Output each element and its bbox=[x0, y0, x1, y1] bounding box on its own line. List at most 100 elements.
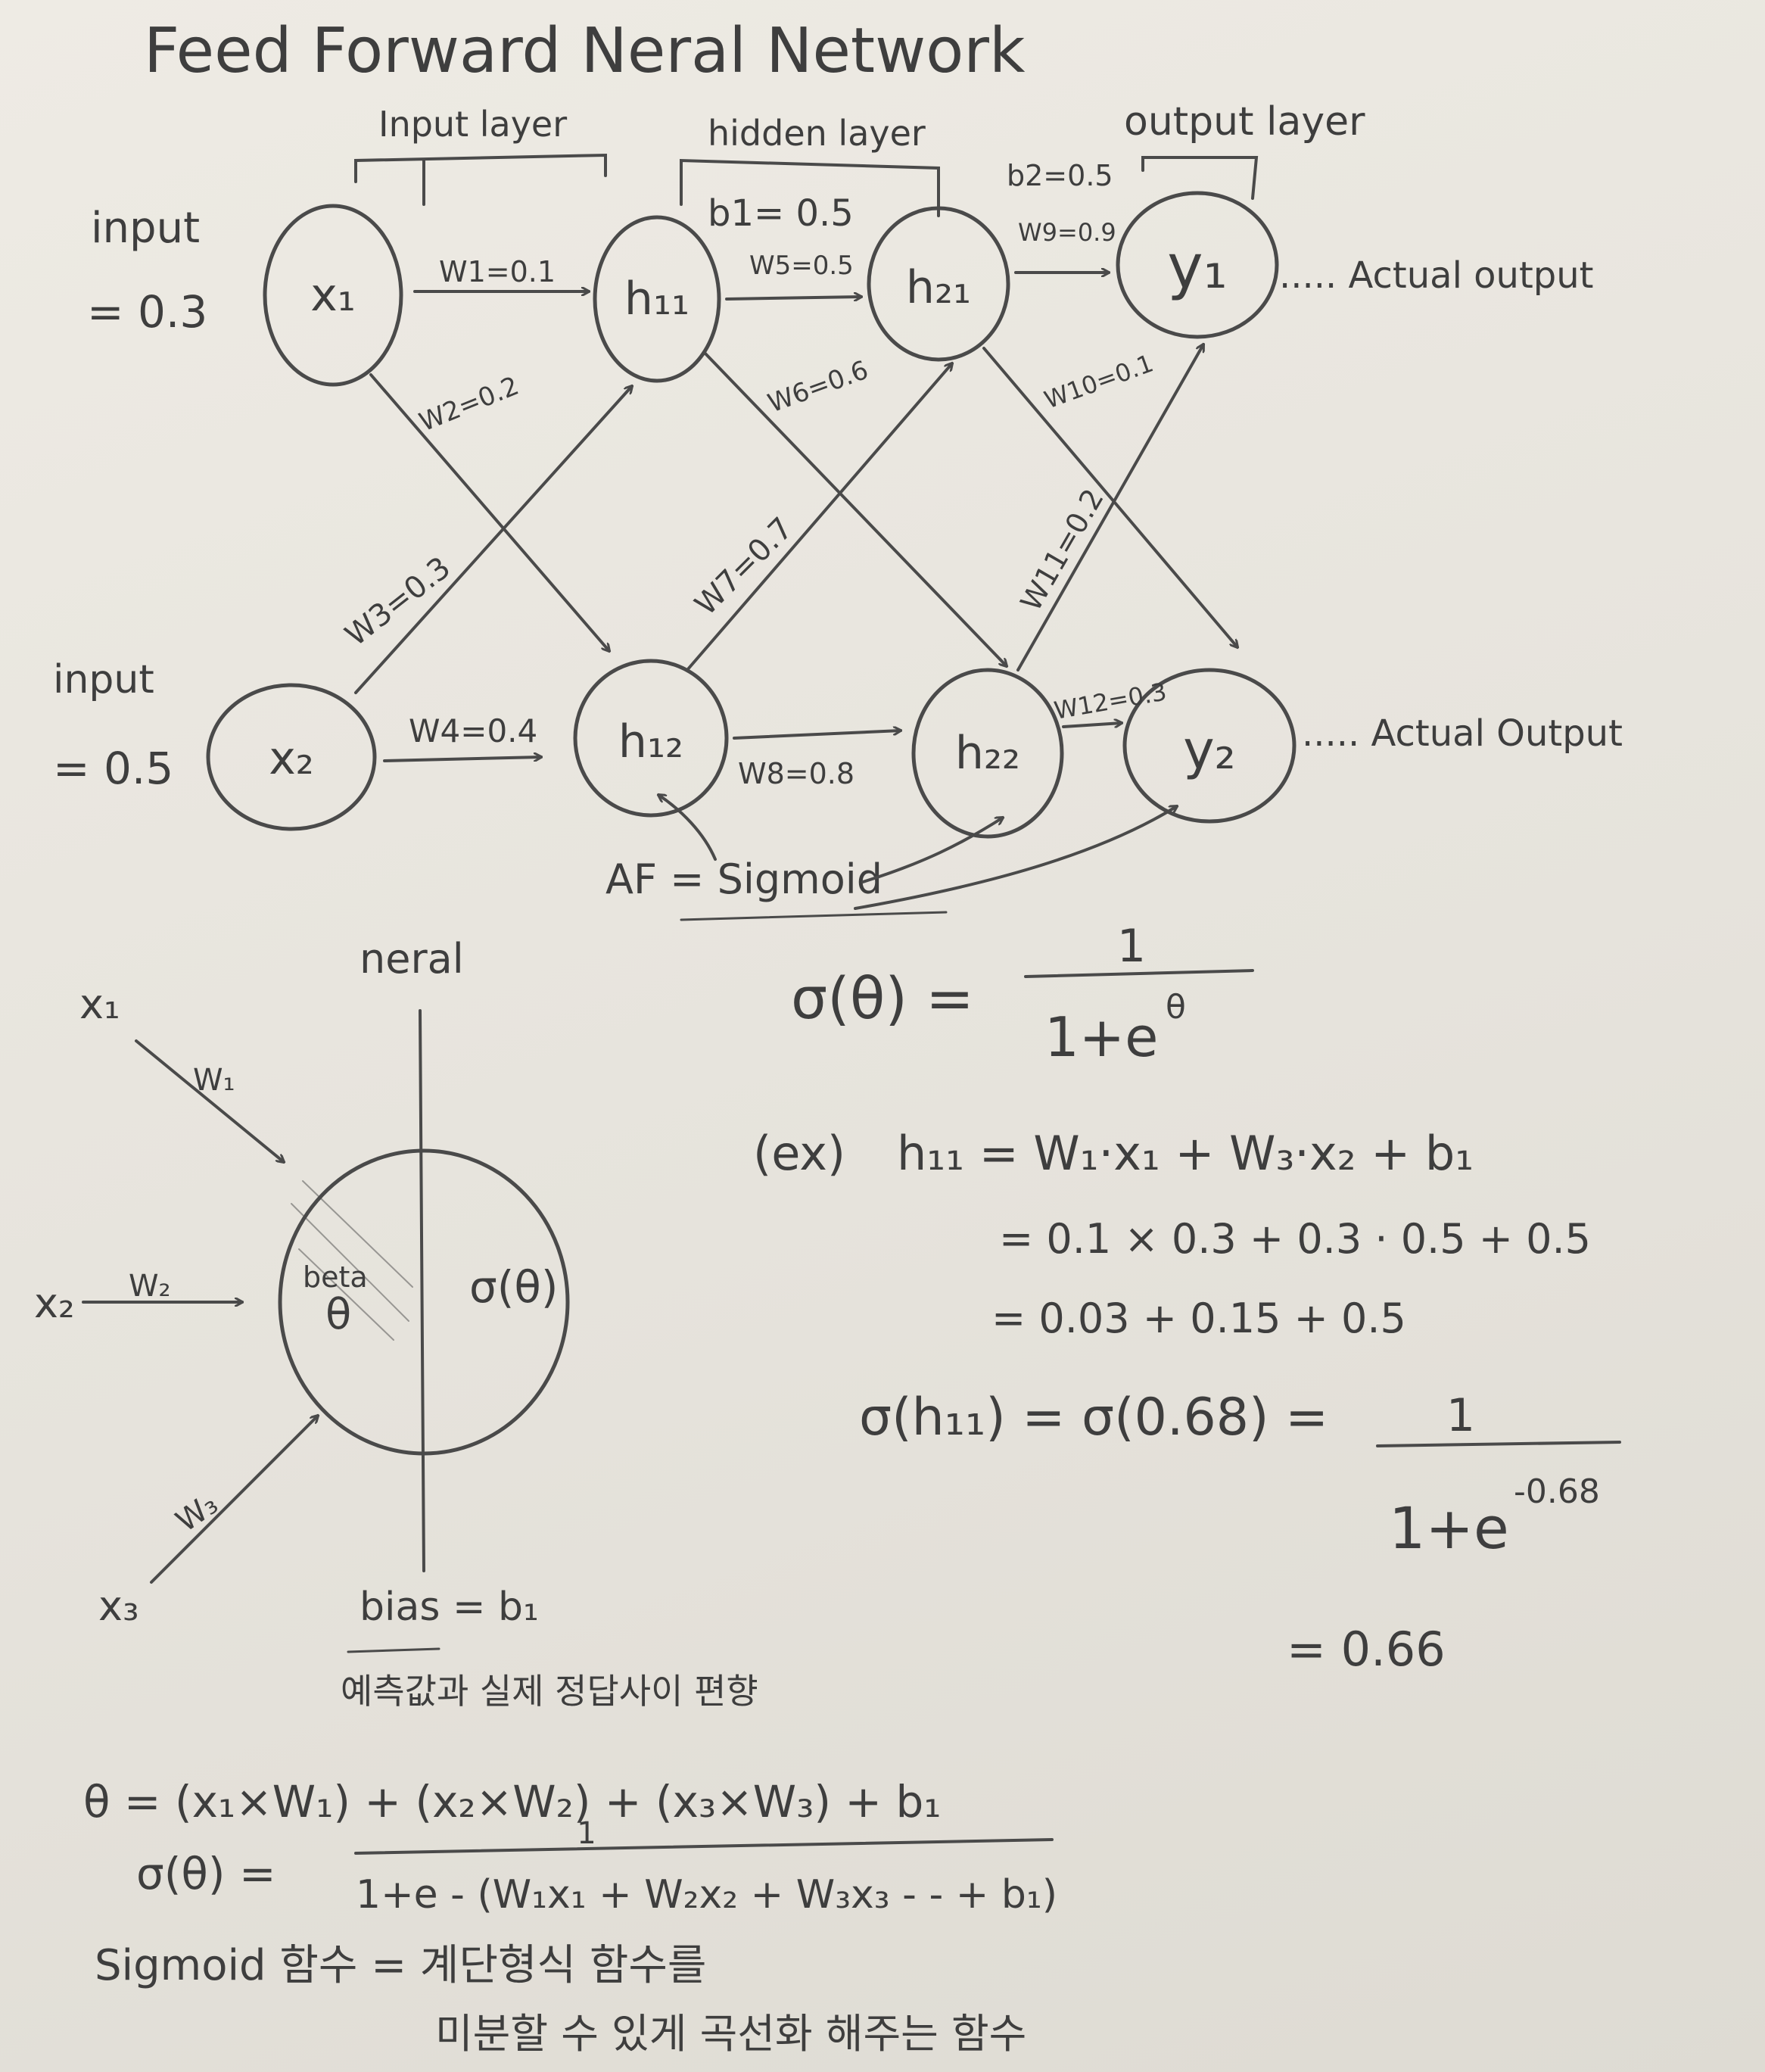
x2-input-label: input bbox=[53, 657, 154, 703]
weight-w4-label: W4=0.4 bbox=[409, 712, 537, 749]
af-arrow-h12 bbox=[658, 795, 717, 861]
edge-w2 bbox=[369, 373, 609, 651]
neuron-input-x2: x₂ bbox=[34, 1279, 75, 1327]
weight-w8-label: W8=0.8 bbox=[738, 757, 854, 790]
neuron-circle bbox=[278, 1148, 570, 1456]
svg-text:h₂₁: h₂₁ bbox=[906, 261, 971, 314]
neuron-weight-w2: W₂ bbox=[129, 1269, 171, 1304]
edge-w3 bbox=[354, 386, 632, 694]
example-line3: = 0.03 + 0.15 + 0.5 bbox=[991, 1295, 1406, 1342]
af-arrow-y2 bbox=[854, 806, 1177, 910]
edge-w7 bbox=[686, 363, 952, 671]
neuron-input-x1: x₁ bbox=[79, 980, 120, 1028]
page-title: Feed Forward Neral Network bbox=[144, 15, 1026, 87]
node-h22: h₂₂ bbox=[911, 668, 1064, 839]
x1-input-value: = 0.3 bbox=[87, 286, 207, 338]
bias-b1-label: b1= 0.5 bbox=[708, 192, 854, 235]
worked-example: (ex) h₁₁ = W₁·x₁ + W₃·x₂ + b₁ = 0.1 × 0.… bbox=[753, 1126, 1621, 1677]
node-y2: y₂ bbox=[1122, 668, 1297, 824]
y1-actual-output: ..... Actual output bbox=[1279, 254, 1594, 297]
hidden-layer-label: hidden layer bbox=[708, 113, 926, 154]
neuron-input-x3: x₃ bbox=[98, 1582, 139, 1630]
weight-w12-label: W12=0.3 bbox=[1052, 677, 1169, 724]
input-layer-label: Input layer bbox=[378, 104, 567, 145]
weight-w6-label: W6=0.6 bbox=[764, 355, 872, 419]
y2-actual-output: ..... Actual Output bbox=[1302, 712, 1623, 755]
example-line4-num: 1 bbox=[1446, 1389, 1475, 1442]
node-h21: h₂₁ bbox=[867, 206, 1010, 362]
bias-b2-label: b2=0.5 bbox=[1007, 159, 1113, 192]
theta-equation: θ = (x₁×W₁) + (x₂×W₂) + (x₃×W₃) + b₁ bbox=[83, 1776, 942, 1827]
example-result: = 0.66 bbox=[1287, 1622, 1446, 1677]
neuron-sigma: σ(θ) bbox=[469, 1261, 559, 1313]
example-line2: = 0.1 × 0.3 + 0.3 · 0.5 + 0.5 bbox=[999, 1215, 1591, 1263]
sigma-lhs: σ(θ) = bbox=[136, 1848, 276, 1899]
svg-text:x₂: x₂ bbox=[269, 732, 314, 785]
neuron-weight-w1: W₁ bbox=[193, 1063, 235, 1098]
neuron-theta: θ bbox=[325, 1290, 351, 1339]
neuron-weight-w3: W₃ bbox=[170, 1487, 224, 1540]
sigma-denominator: 1+e - (W₁x₁ + W₂x₂ + W₃x₃ - - + b₁) bbox=[356, 1872, 1057, 1918]
svg-text:h₁₂: h₁₂ bbox=[618, 715, 683, 768]
svg-text:1+e: 1+e bbox=[1044, 1005, 1158, 1069]
neuron-bias: bias = b₁ bbox=[360, 1584, 539, 1630]
weight-w5-label: W5=0.5 bbox=[749, 251, 854, 281]
svg-text:h₂₂: h₂₂ bbox=[955, 727, 1020, 780]
svg-text:y₂: y₂ bbox=[1183, 719, 1236, 781]
sigma-fraction-bar bbox=[354, 1838, 1054, 1855]
neuron-edge-x3 bbox=[150, 1416, 318, 1584]
bottom-notes: θ = (x₁×W₁) + (x₂×W₂) + (x₃×W₃) + b₁ σ(θ… bbox=[83, 1776, 1057, 2058]
svg-text:1: 1 bbox=[1117, 920, 1146, 973]
input-layer-bracket bbox=[354, 153, 607, 206]
example-line4-den: 1+e bbox=[1389, 1494, 1509, 1562]
example-line4-exp: -0.68 bbox=[1514, 1472, 1600, 1511]
neuron-edge-x1 bbox=[135, 1039, 284, 1162]
edge-w11 bbox=[1016, 344, 1203, 671]
example-fraction-bar bbox=[1376, 1441, 1621, 1447]
example-label: (ex) bbox=[753, 1126, 845, 1181]
example-line4-lhs: σ(h₁₁) = σ(0.68) = bbox=[859, 1388, 1328, 1447]
svg-text:θ: θ bbox=[1166, 988, 1186, 1027]
weight-w10-label: W10=0.1 bbox=[1041, 348, 1157, 414]
node-y1: y₁ bbox=[1116, 191, 1279, 339]
x2-input-value: = 0.5 bbox=[53, 743, 173, 794]
example-line1: h₁₁ = W₁·x₁ + W₃·x₂ + b₁ bbox=[897, 1126, 1474, 1181]
sigmoid-note-line1: Sigmoid 함수 = 계단형식 함수를 bbox=[95, 1941, 706, 1990]
neuron-bias-note: 예측값과 실제 정답사이 편향 bbox=[341, 1671, 758, 1712]
neuron-bias-underline bbox=[347, 1647, 440, 1653]
node-x2: x₂ bbox=[206, 683, 377, 831]
node-x1: x₁ bbox=[263, 204, 403, 387]
hidden-layer-bracket bbox=[680, 158, 940, 217]
weight-w1-label: W1=0.1 bbox=[439, 255, 556, 288]
weight-w9-label: W9=0.9 bbox=[1018, 218, 1116, 247]
sigmoid-formula: σ(θ) = 1 1+e θ bbox=[791, 920, 1254, 1069]
edge-w10 bbox=[982, 347, 1237, 647]
svg-text:σ(θ) =: σ(θ) = bbox=[791, 964, 974, 1032]
edge-w4 bbox=[383, 757, 541, 762]
output-layer-bracket bbox=[1141, 156, 1259, 200]
af-arrow-h22 bbox=[861, 818, 1003, 883]
weight-w11-label: W11=0.2 bbox=[1014, 483, 1110, 616]
edge-w5 bbox=[725, 297, 861, 299]
edge-w8 bbox=[733, 731, 901, 740]
svg-text:y₁: y₁ bbox=[1167, 232, 1227, 302]
neuron-hatching bbox=[291, 1180, 413, 1341]
neuron-diagram: neral beta θ σ(θ) x₁ W₁ x₂ W₂ x₃ W₃ bias… bbox=[34, 935, 758, 1712]
x1-input-label: input bbox=[91, 204, 200, 253]
neuron-beta: beta bbox=[303, 1260, 368, 1294]
neuron-divider bbox=[419, 1009, 425, 1572]
svg-text:x₁: x₁ bbox=[310, 269, 356, 322]
node-h12: h₁₂ bbox=[573, 659, 729, 818]
neuron-header: neral bbox=[360, 935, 464, 983]
edge-w12 bbox=[1062, 723, 1122, 728]
sigma-numerator: 1 bbox=[577, 1816, 596, 1851]
activation-label: AF = Sigmoid bbox=[605, 855, 882, 903]
svg-text:h₁₁: h₁₁ bbox=[624, 273, 690, 326]
weight-w2-label: W2=0.2 bbox=[415, 371, 523, 438]
sigmoid-note-line2: 미분할 수 있게 곡선화 해주는 함수 bbox=[435, 2010, 1026, 2058]
edge-w6 bbox=[702, 351, 1007, 666]
node-h11: h₁₁ bbox=[593, 215, 721, 383]
af-underline bbox=[680, 911, 948, 921]
